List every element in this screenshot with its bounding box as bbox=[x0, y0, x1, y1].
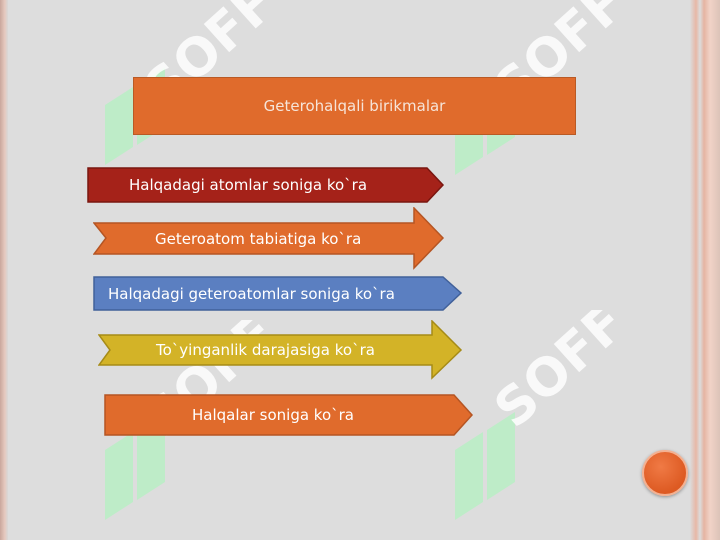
arrow-shape bbox=[98, 320, 463, 380]
category-arrow-3: Halqadagi geteroatomlar soniga ko`ra bbox=[93, 276, 463, 311]
left-frame-border bbox=[0, 0, 8, 540]
arrow-shape bbox=[93, 207, 445, 270]
category-arrow-4: To`yinganlik darajasiga ko`ra bbox=[98, 320, 463, 380]
category-label-5: Halqalar soniga ko`ra bbox=[192, 406, 354, 424]
category-arrow-5: Halqalar soniga ko`ra bbox=[104, 394, 474, 436]
slide-title: Geterohalqali birikmalar bbox=[263, 97, 446, 115]
next-slide-button[interactable] bbox=[642, 450, 688, 496]
watermark-logo-bottom-right: SOFF bbox=[455, 310, 638, 520]
category-label-3: Halqadagi geteroatomlar soniga ko`ra bbox=[108, 284, 395, 303]
title-box: Geterohalqali birikmalar bbox=[133, 77, 576, 135]
category-label-1: Halqadagi atomlar soniga ko`ra bbox=[129, 176, 368, 194]
arrow-shape bbox=[104, 394, 474, 436]
right-frame-border bbox=[690, 0, 720, 540]
arrow-shape bbox=[87, 167, 445, 203]
arrow-shape bbox=[93, 276, 463, 311]
category-label-4: To`yinganlik darajasiga ko`ra bbox=[156, 341, 375, 359]
category-arrow-1: Halqadagi atomlar soniga ko`ra bbox=[87, 167, 445, 203]
watermark-text: SOFF bbox=[484, 310, 638, 440]
category-label-2: Geteroatom tabiatiga ko`ra bbox=[155, 229, 362, 248]
category-arrow-2: Geteroatom tabiatiga ko`ra bbox=[93, 207, 445, 270]
